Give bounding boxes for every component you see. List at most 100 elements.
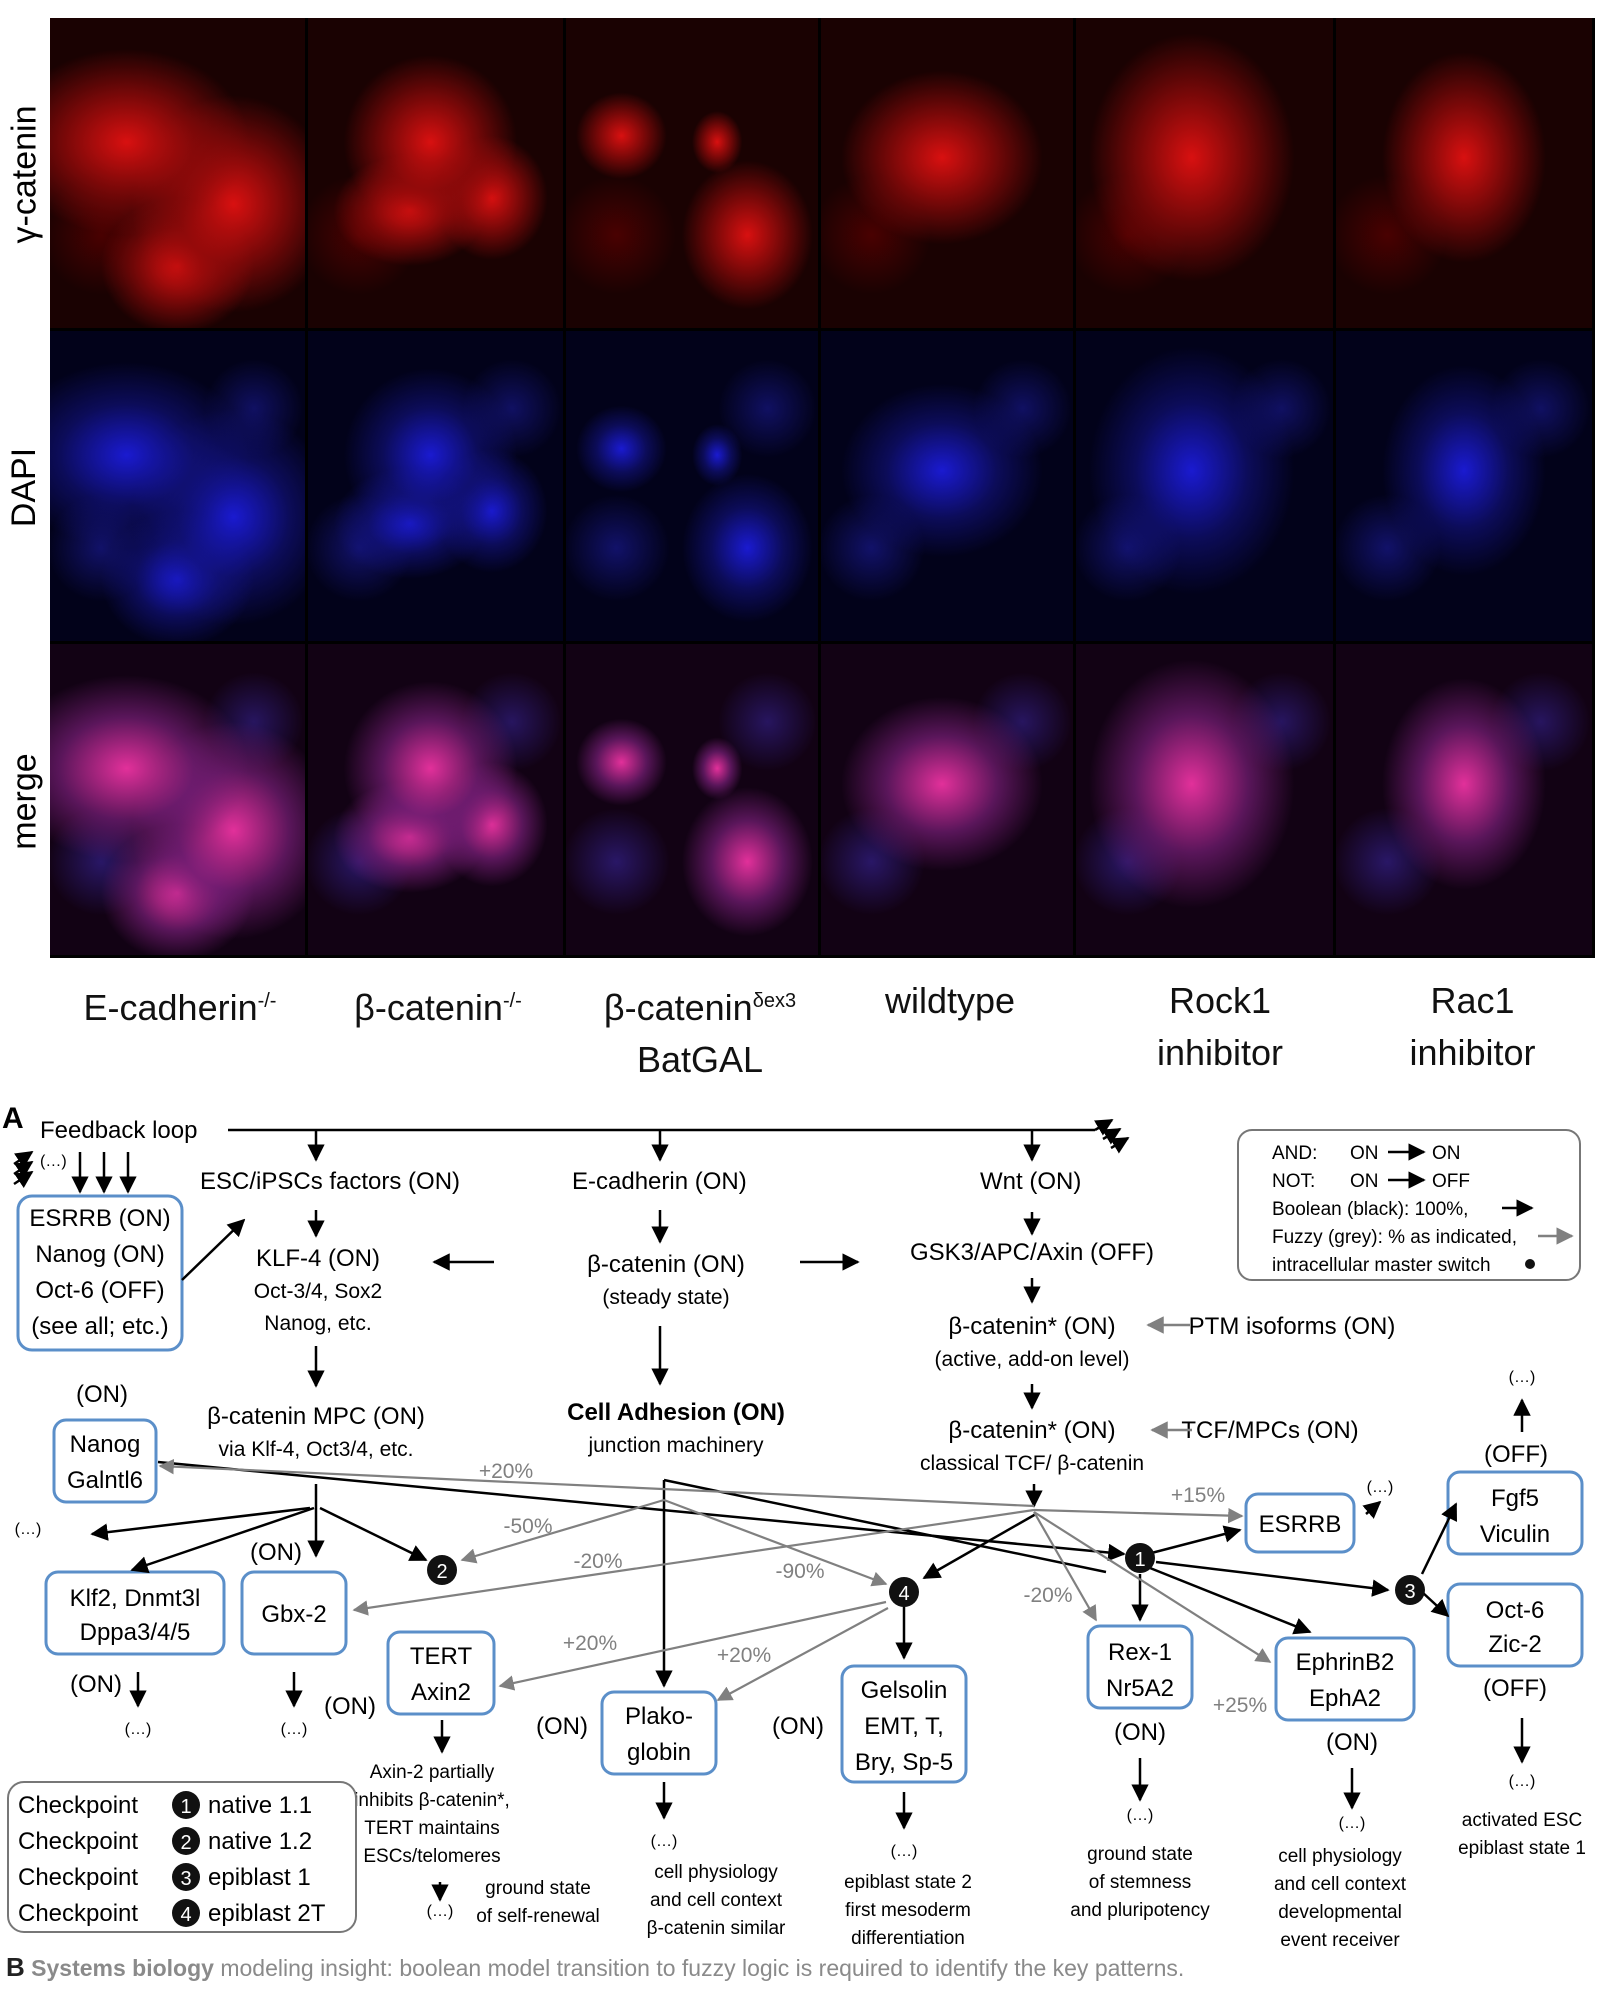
- gbx2-on-top: (ON): [250, 1539, 302, 1566]
- micrograph-cell: [1076, 644, 1333, 955]
- gelsolin-outcome-3: differentiation: [851, 1928, 965, 1949]
- micrograph-cell: [821, 644, 1073, 955]
- klf4-label: KLF-4 (ON): [256, 1245, 380, 1272]
- gelsolin-outcome-2: first mesoderm: [845, 1900, 971, 1921]
- column-label-wildtype: wildtype: [884, 980, 1016, 1021]
- nanog-box-line-2: Galntl6: [67, 1467, 143, 1494]
- fgf5-off-label: (OFF): [1484, 1441, 1548, 1468]
- klf2-box-line-1: Klf2, Dnmt3l: [70, 1585, 201, 1612]
- bcat-tcf-sub: classical TCF/ β-catenin: [920, 1452, 1144, 1475]
- checkpoint-2-name: native 1.2: [208, 1828, 312, 1855]
- micrograph-cell: [50, 644, 305, 955]
- tert-box-line-2: Axin2: [411, 1679, 471, 1706]
- checkpoint-3-label: Checkpoint: [18, 1864, 138, 1891]
- gelsolin-ellipsis: (…): [891, 1843, 918, 1860]
- ecadherin-label: E-cadherin (ON): [572, 1168, 747, 1195]
- checkpoint-1-num: 1: [180, 1796, 191, 1818]
- row-label-gamma: γ-catenin: [5, 105, 44, 244]
- mpc-label: β-catenin MPC (ON): [207, 1403, 425, 1430]
- nanog-galntl6-box: [52, 1418, 158, 1504]
- klf2-box-line-2: Dppa3/4/5: [80, 1619, 191, 1646]
- micrograph-cell: [566, 644, 818, 955]
- mpc-sub: via Klf-4, Oct3/4, etc.: [219, 1438, 414, 1461]
- svg-text:2: 2: [436, 1561, 447, 1583]
- fgf5-top-ellipsis: (…): [1509, 1369, 1536, 1386]
- gelsolin-on-label: (ON): [772, 1713, 824, 1740]
- svg-text:4: 4: [898, 1583, 909, 1605]
- gelsolin-box-line-2: EMT, T,: [864, 1713, 944, 1740]
- micrograph-cell: [308, 18, 563, 328]
- signaling-diagram: A Feedback loop (…) ESC/iPSCs factors (O…: [2, 1102, 1586, 1950]
- micrograph-cell: [821, 18, 1073, 328]
- esrrb-box-line-1: ESRRB (ON): [29, 1205, 170, 1232]
- checkpoint-node-1: 1: [1125, 1543, 1155, 1573]
- ephrin-ellipsis: (…): [1339, 1815, 1366, 1832]
- row-label-merge: merge: [5, 752, 44, 850]
- oct6-box-line-2: Zic-2: [1488, 1631, 1541, 1658]
- pct-8: +20%: [717, 1644, 771, 1667]
- micrograph-cell: [308, 331, 563, 641]
- legend-not-on: ON: [1350, 1171, 1379, 1192]
- tert-box-line-1: TERT: [410, 1643, 473, 1670]
- fgf5-outcome-1: activated ESC: [1462, 1810, 1582, 1831]
- ground-renewal-2: of self-renewal: [476, 1906, 600, 1927]
- rex1-ellipsis: (…): [1127, 1807, 1154, 1824]
- legend-box: [1237, 1129, 1581, 1281]
- column-label-ecadherin: E-cadherin-/-: [83, 987, 277, 1028]
- plako-outcome-2: and cell context: [650, 1890, 783, 1911]
- micrograph-cell: [308, 644, 563, 955]
- esc-factors-label: ESC/iPSCs factors (ON): [200, 1168, 460, 1195]
- plako-on-label: (ON): [536, 1713, 588, 1740]
- plako-box-line-1: Plako-: [625, 1703, 693, 1730]
- wnt-label: Wnt (ON): [980, 1168, 1081, 1195]
- micrograph-cell: [821, 331, 1073, 641]
- checkpoint-node-2: 2: [427, 1555, 457, 1585]
- svg-text:1: 1: [1134, 1549, 1145, 1571]
- feedback-ellipsis: (…): [40, 1153, 67, 1170]
- micrograph-cell: [1336, 18, 1592, 328]
- nanog-box-line-1: Nanog: [70, 1431, 141, 1458]
- gelsolin-box-line-3: Bry, Sp-5: [855, 1749, 953, 1776]
- micrograph-cell: [1076, 18, 1333, 328]
- panel-letter-a: A: [2, 1102, 24, 1135]
- legend-boolean: Boolean (black): 100%,: [1272, 1199, 1468, 1220]
- axin-outcome-3: TERT maintains: [364, 1818, 500, 1839]
- checkpoint-2-label: Checkpoint: [18, 1828, 138, 1855]
- tert-axin2-box: [386, 1630, 496, 1716]
- ephrin-on-label: (ON): [1326, 1729, 1378, 1756]
- fgf5-box-line-2: Viculin: [1480, 1521, 1550, 1548]
- fgf5-box-line-1: Fgf5: [1491, 1485, 1539, 1512]
- legend-not-off: OFF: [1432, 1171, 1470, 1192]
- fgf5-outcome-2: epiblast state 1: [1458, 1838, 1586, 1859]
- gbx2-on-label: (ON): [324, 1693, 376, 1720]
- footer-highlight: Systems biology: [31, 1955, 214, 1981]
- tert-ellipsis: (…): [427, 1903, 454, 1920]
- caption-footer: B Systems biology modeling insight: bool…: [6, 1952, 1184, 1983]
- checkpoint-4-label: Checkpoint: [18, 1900, 138, 1927]
- checkpoint-4-name: epiblast 2T: [208, 1900, 326, 1927]
- tcf-mpcs-label: TCF/MPCs (ON): [1181, 1417, 1358, 1444]
- micrograph-cell: [1336, 644, 1592, 955]
- micrograph-cell: [566, 331, 818, 641]
- esrrb-small-label: ESRRB: [1259, 1511, 1342, 1538]
- checkpoint-3-name: epiblast 1: [208, 1864, 311, 1891]
- legend-master: intracellular master switch: [1272, 1255, 1491, 1276]
- bcat-active-label: β-catenin* (ON): [948, 1313, 1115, 1340]
- rex-outcome-1: ground state: [1087, 1844, 1193, 1865]
- klf4-sub-2: Nanog, etc.: [264, 1312, 371, 1335]
- ephrin-outcome-4: event receiver: [1280, 1930, 1400, 1950]
- ephrin-box: [1274, 1636, 1416, 1722]
- legend-and: AND:: [1272, 1143, 1317, 1164]
- micrograph-cell: [1076, 331, 1333, 641]
- ground-renewal-1: ground state: [485, 1878, 591, 1899]
- esrrb-box-line-2: Nanog (ON): [35, 1241, 164, 1268]
- pct-7: +20%: [563, 1632, 617, 1655]
- rex1-box-line-1: Rex-1: [1108, 1639, 1172, 1666]
- gelsolin-box-line-1: Gelsolin: [861, 1677, 948, 1704]
- nanog-on-label: (ON): [76, 1381, 128, 1408]
- bcatenin-label: β-catenin (ON): [587, 1251, 745, 1278]
- ephrin-box-line-2: EphA2: [1309, 1685, 1381, 1712]
